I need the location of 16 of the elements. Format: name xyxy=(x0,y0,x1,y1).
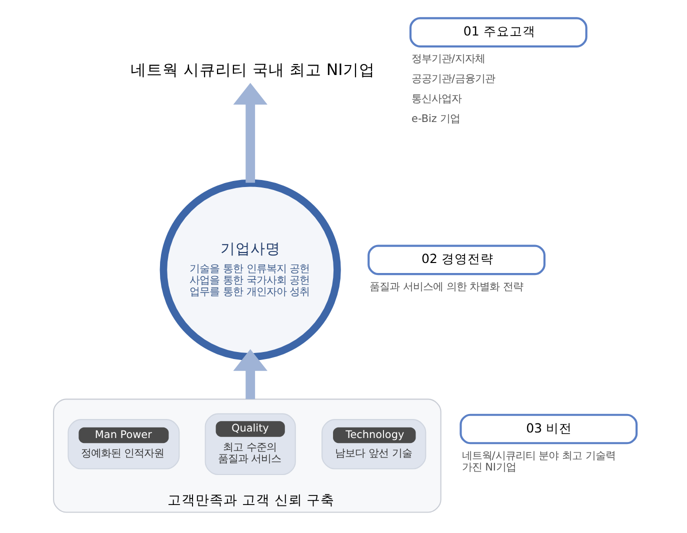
arrow xyxy=(233,349,268,400)
node-label: 공공기관/금융기관 xyxy=(412,73,496,86)
node-label: 네트웍/시큐리티 분야 최고 기술력 가진 NI기업 xyxy=(462,450,616,474)
node-box: Man Power 정예화된 인적자원 xyxy=(68,419,180,470)
node-box: Technology 남보다 앞선 기술 xyxy=(322,419,426,470)
node-box: Quality 최고 수준의 품질과 서비스 xyxy=(204,413,296,476)
node-label: 정부기관/지자체 xyxy=(412,53,486,66)
node-label: e-Biz 기업 xyxy=(412,112,460,125)
node-text: 네트웍 시큐리티 국내 최고 NI기업 xyxy=(130,60,375,80)
node-label: 품질과 서비스에 의한 차별화 전략 xyxy=(370,280,523,293)
node-circle: 기업사명 기술을 통한 인류복지 공헌 사업을 통한 국가사회 공헌 업무를 통한 개인자아 성취 xyxy=(160,179,341,360)
node-box: 01 주요고객 xyxy=(409,17,588,48)
node-label: 통신사업자 xyxy=(412,92,462,105)
node-box: 03 비전 xyxy=(460,414,638,444)
arrow xyxy=(233,82,268,183)
node-box: 02 경영전략 xyxy=(368,244,546,276)
